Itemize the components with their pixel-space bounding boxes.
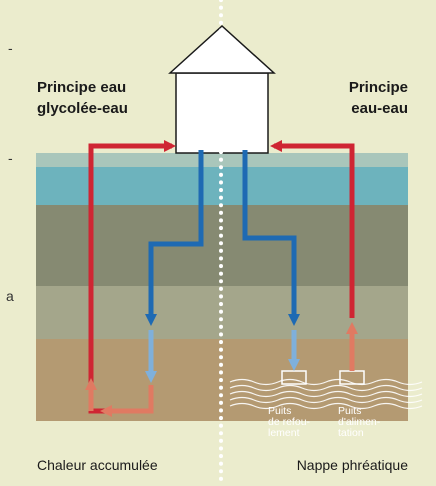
groundwater-waves — [229, 378, 423, 410]
left-caption: Chaleur accumulée — [37, 457, 158, 473]
well-discharge-line1: Puits — [268, 405, 292, 417]
left-title-line2: glycolée-eau — [37, 100, 128, 117]
groundwater-loop — [242, 140, 358, 371]
cold-down-arrow-right — [288, 314, 300, 326]
hot-arrow-into-house-right — [270, 140, 282, 152]
left-title-line1: Principe eau — [37, 79, 127, 96]
faded-left-arrow-bottom — [100, 405, 112, 417]
margin-mark-3: a — [6, 288, 14, 304]
right-title-line2: eau-eau — [351, 100, 408, 117]
well-discharge-line2: de refou- — [268, 416, 311, 428]
cold-down-arrow-left — [145, 314, 157, 326]
right-title: Principe eau-eau — [288, 77, 408, 119]
left-title: Principe eau glycolée-eau — [37, 77, 177, 119]
well-supply-line2: d'alimen- — [338, 416, 381, 428]
right-title-line1: Principe — [348, 79, 408, 96]
well-supply-line3: tation — [338, 427, 364, 439]
faded-down-arrow-right — [288, 359, 300, 371]
well-supply-line1: Puits — [338, 405, 362, 417]
margin-mark-1: - — [8, 40, 13, 56]
well-discharge-label: Puits de refou- lement — [268, 406, 328, 439]
margin-mark-2: - — [8, 150, 13, 166]
hot-arrow-into-house-left — [164, 140, 176, 152]
glycol-loop — [85, 140, 204, 417]
well-supply-label: Puits d'alimen- tation — [338, 406, 402, 439]
right-caption: Nappe phréatique — [296, 457, 408, 473]
faded-up-arrow-left — [85, 378, 97, 390]
faded-down-arrow-left — [145, 371, 157, 383]
well-discharge-line3: lement — [268, 427, 300, 439]
faded-up-arrow-right — [346, 322, 358, 334]
